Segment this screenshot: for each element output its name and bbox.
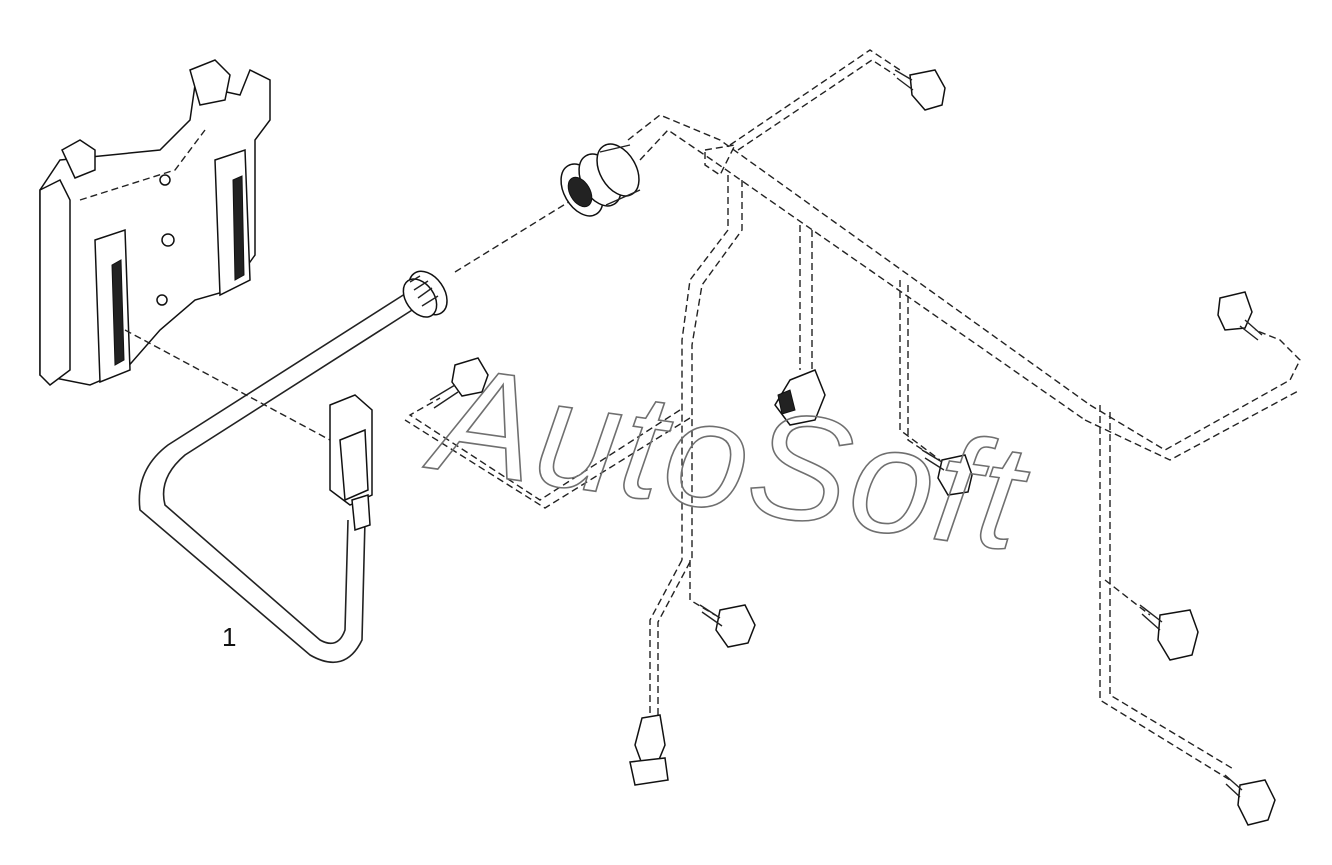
ecu-connector-left: [94, 228, 131, 384]
connector-top: [894, 69, 946, 111]
connector-bottom-right: [1224, 774, 1276, 826]
assembly-line-ecu-connector: [124, 329, 331, 441]
watermark-text: AutoSoft: [418, 332, 1038, 582]
ecu-connector-right: [214, 148, 251, 297]
callout-label-1: 1: [222, 622, 236, 652]
connector-lower-center: [699, 604, 756, 648]
connector-mid-elbow: [774, 369, 826, 426]
main-wiring-harness: [404, 49, 1301, 826]
connector-right-mid: [921, 449, 973, 496]
control-unit-housing: [39, 59, 271, 386]
harness-round-plug: [402, 270, 448, 318]
bulkhead-round-connector: [560, 143, 641, 217]
harness-cable-1: [138, 270, 448, 664]
connector-far-right: [1217, 291, 1263, 341]
harness-flat-connector: [329, 394, 373, 532]
connector-bottom-center: [629, 714, 669, 786]
assembly-line-harness-plug: [454, 194, 581, 273]
connector-left-small: [429, 357, 489, 409]
connector-lower-right: [1139, 604, 1199, 661]
